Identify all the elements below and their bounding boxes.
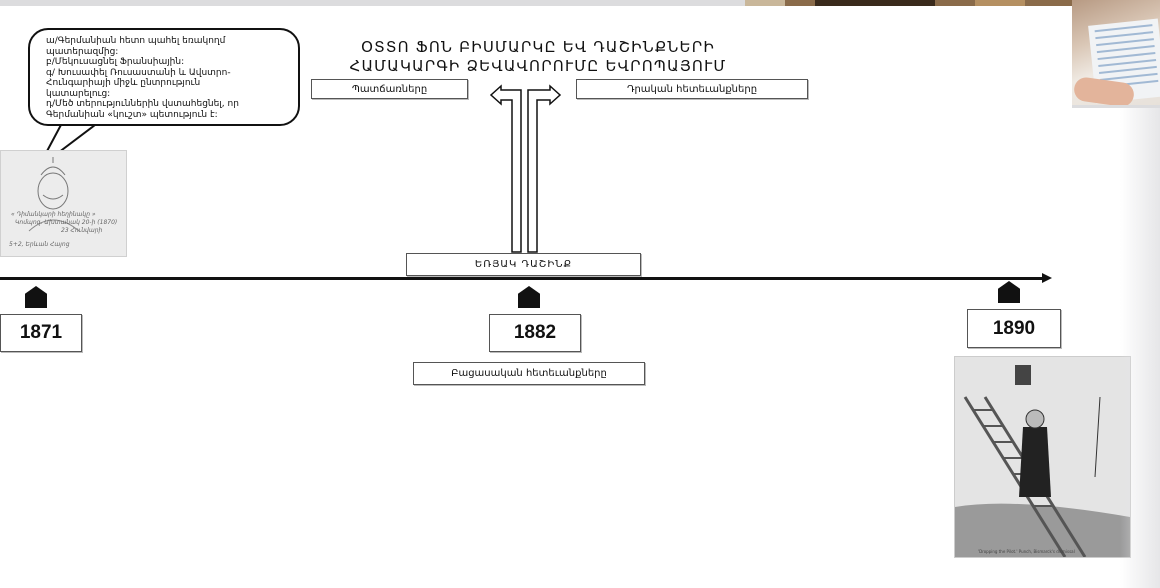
- dropping-the-pilot-cartoon-image: [954, 356, 1131, 558]
- portrait-signature: 5+2, Երևան Հայոց: [9, 241, 70, 248]
- cartoon-sketch: [955, 357, 1130, 558]
- timeline-marker-icon: [998, 281, 1020, 303]
- background-photo-strip: [745, 0, 1075, 6]
- portrait-signature: 23 Հունվարի: [61, 227, 103, 234]
- slide-edge-shadow: [1120, 100, 1160, 588]
- speech-line: ա/Գերմանիան hետո պահել եռակողմ: [46, 36, 226, 46]
- speech-line: պատերազմից:: [46, 46, 119, 57]
- split-arrow-icon: [489, 84, 562, 253]
- portrait-signature: « Դիմանկարի հեղինակը »: [11, 211, 96, 218]
- timeline-marker-icon: [518, 286, 540, 308]
- triple-alliance-box: ԵՌՅԱԿ ԴԱՇԻՆՔ: [406, 253, 641, 276]
- bismarck-portrait-image: « Դիմանկարի հեղինակը » Կոմպոզ. Ախտանակ 2…: [0, 150, 127, 257]
- speech-line: բ/Մեկուսացնել Ֆրանսիային:: [46, 57, 185, 67]
- background-photo: [1072, 0, 1160, 105]
- speech-bubble: ա/Գերմանիան hետո պահել եռակողմ պատերազմի…: [28, 28, 300, 126]
- year-label-1882: 1882: [489, 314, 581, 352]
- year-label-1871: 1871: [0, 314, 82, 352]
- timeline-axis: [0, 277, 1045, 280]
- timeline-arrowhead-icon: [1042, 273, 1052, 283]
- negative-consequences-box: Բացասական հետեւանքները: [413, 362, 645, 385]
- timeline-marker-icon: [25, 286, 47, 308]
- speech-line: Հունգարիայի միջև ընտրություն: [46, 78, 201, 88]
- speech-line: դ/Մեծ տերություններին վստահեցնել, որ: [46, 99, 239, 109]
- title-line: ՕՏՏՈ ՖՈՆ ԲԻՍՄԱՐԿԸ ԵՎ ԴԱՇԻՆՔՆԵՐԻ: [361, 38, 715, 56]
- cartoon-caption: 'Dropping the Pilot.' Punch, Bismarck's …: [978, 549, 1075, 554]
- year-label-1890: 1890: [967, 309, 1061, 348]
- slide-title: ՕՏՏՈ ՖՈՆ ԲԻՍՄԱՐԿԸ ԵՎ ԴԱՇԻՆՔՆԵՐԻ ՀԱՄԱԿԱՐԳ…: [338, 38, 738, 76]
- speech-line: Գերմանիան «կուշտ» պետություն է:: [46, 109, 218, 120]
- title-line: ՀԱՄԱԿԱՐԳԻ ՁԵՎԱՎՈՐՈՒՄԸ ԵՎՐՈՊԱՅՈՒՄ: [349, 57, 727, 75]
- portrait-signature: Կոմպոզ. Ախտանակ 20-ի (1870): [15, 219, 118, 226]
- portrait-sketch: [28, 157, 80, 232]
- causes-box: Պատճառները: [311, 79, 468, 99]
- positive-consequences-box: Դրական հետեւանքները: [576, 79, 808, 99]
- speech-line: գ/ Խուսափել Ռուսաստանի և Ավստրո-: [46, 67, 231, 78]
- speech-line: կատարելուց:: [46, 88, 111, 99]
